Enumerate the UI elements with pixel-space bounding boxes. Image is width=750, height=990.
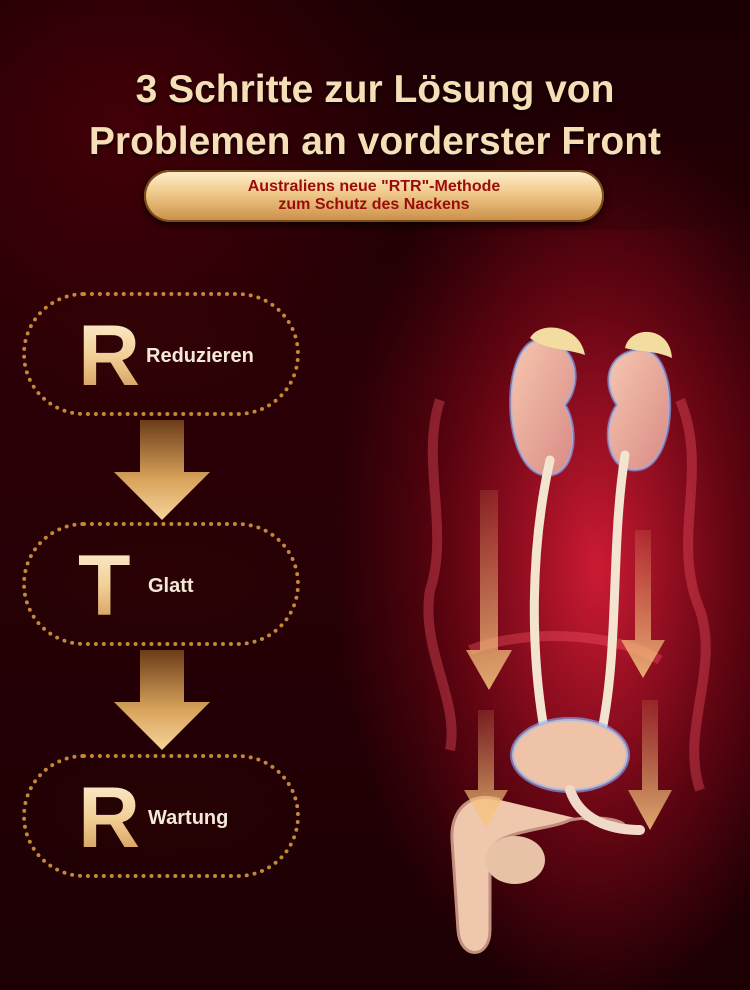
arrow-down-icon — [114, 420, 210, 520]
step-reduzieren: R Reduzieren — [22, 292, 300, 416]
step-label: Glatt — [148, 575, 194, 597]
step-letter: R — [78, 308, 141, 404]
subtitle-line-1: Australiens neue "RTR"-Methode — [247, 178, 501, 195]
arrow-down-icon — [114, 650, 210, 750]
urinary-system-illustration — [414, 230, 750, 990]
step-wartung: R Wartung — [22, 754, 300, 878]
step-glatt: T Glatt — [22, 522, 300, 646]
step-letter: T — [78, 538, 131, 634]
step-label: Wartung — [148, 807, 229, 829]
step-label: Reduzieren — [146, 345, 254, 367]
page-title: 3 Schritte zur Lösung von Problemen an v… — [0, 64, 750, 168]
title-line-2: Problemen an vorderster Front — [88, 120, 662, 163]
title-line-1: 3 Schritte zur Lösung von — [135, 68, 615, 111]
step-letter: R — [78, 770, 141, 866]
subtitle-line-2: zum Schutz des Nackens — [278, 196, 470, 213]
subtitle-banner: Australiens neue "RTR"-Methode zum Schut… — [144, 170, 604, 222]
